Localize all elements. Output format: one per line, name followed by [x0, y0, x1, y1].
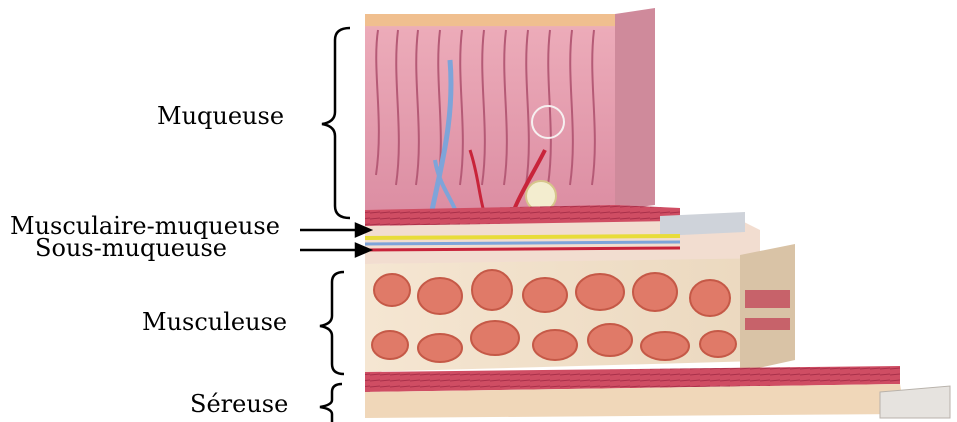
mucosa-layer: [365, 8, 655, 235]
bracket-musculeuse: [320, 272, 344, 374]
label-sereuse: Séreuse: [190, 392, 288, 416]
label-muqueuse: Muqueuse: [157, 104, 284, 128]
label-sous-muqueuse: Sous-muqueuse: [35, 236, 227, 260]
serosa-layer: [365, 366, 950, 418]
brackets: [320, 28, 350, 422]
bracket-muqueuse: [322, 28, 350, 218]
arrows: [300, 224, 370, 256]
bracket-sereuse: [320, 384, 342, 422]
label-musculeuse: Musculeuse: [142, 310, 287, 334]
muscularis-layer: [365, 244, 795, 372]
